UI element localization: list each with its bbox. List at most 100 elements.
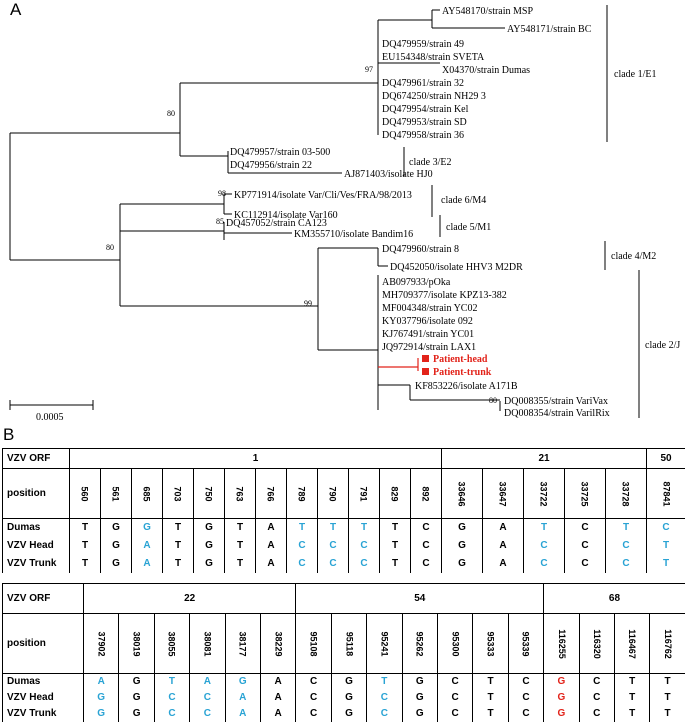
- base-cell: T: [224, 518, 256, 537]
- position-cell: 685: [131, 468, 163, 519]
- position-cell: 95339: [507, 613, 545, 674]
- base-cell: G: [100, 536, 132, 555]
- tree-branches: [9, 5, 640, 418]
- taxon-label: KC112914/isolate Var160: [234, 210, 338, 221]
- orf-group: 54: [295, 583, 545, 614]
- orf-group: 21: [440, 448, 648, 469]
- base-cell: T: [649, 689, 685, 706]
- base-cell: T: [162, 554, 194, 573]
- taxon-label: DQ479953/strain SD: [382, 117, 467, 128]
- position-value: 38177: [237, 630, 248, 657]
- base-cell: C: [578, 673, 615, 690]
- position-cell: 116255: [543, 613, 580, 674]
- base-cell: C: [295, 673, 332, 690]
- base-cell: C: [189, 705, 226, 722]
- row-label: VZV Trunk: [2, 705, 84, 722]
- position-value: 95333: [485, 630, 496, 657]
- base-cell: G: [401, 705, 438, 722]
- orf-header: VZV ORF: [2, 448, 70, 469]
- position-value: 703: [173, 485, 183, 502]
- position-value: 790: [328, 485, 338, 502]
- taxon-label: DQ479956/strain 22: [230, 160, 312, 171]
- base-cell: T: [69, 554, 101, 573]
- position-cell: 766: [255, 468, 287, 519]
- base-cell: A: [224, 689, 261, 706]
- base-cell: T: [646, 536, 685, 555]
- base-cell: A: [482, 518, 524, 537]
- base-cell: C: [366, 689, 403, 706]
- position-cell: 33728: [604, 468, 648, 519]
- position-cell: 789: [286, 468, 318, 519]
- base-cell: C: [295, 689, 332, 706]
- position-value: 38055: [166, 630, 177, 657]
- base-cell: T: [162, 536, 194, 555]
- base-cell: G: [193, 554, 225, 573]
- position-cell: 87841: [646, 468, 685, 519]
- clade-label: clade 1/E1: [614, 69, 656, 80]
- position-value: 750: [204, 485, 214, 502]
- position-cell: 95300: [436, 613, 474, 674]
- base-cell: C: [348, 536, 380, 555]
- base-cell: C: [564, 554, 606, 573]
- taxon-label-patient-trunk: Patient-trunk: [433, 367, 492, 378]
- taxon-label: KF853226/isolate A171B: [415, 381, 518, 392]
- taxon-label: DQ479954/strain Kel: [382, 104, 469, 115]
- taxon-label-patient-head: Patient-head: [433, 354, 488, 365]
- position-cell: 38229: [259, 613, 297, 674]
- position-value: 116467: [627, 628, 638, 659]
- base-cell: A: [131, 554, 163, 573]
- position-cell: 829: [379, 468, 411, 519]
- position-value: 38019: [131, 630, 142, 657]
- taxon-label: AY548170/strain MSP: [442, 6, 533, 17]
- position-value: 116255: [556, 628, 567, 659]
- row-label: VZV Trunk: [2, 554, 70, 573]
- panel-a-label: A: [10, 0, 22, 19]
- base-cell: A: [259, 673, 297, 690]
- bootstrap-value: 98: [218, 189, 226, 198]
- position-value: 95241: [379, 630, 390, 657]
- base-cell: G: [100, 518, 132, 537]
- base-cell: G: [330, 705, 368, 722]
- orf-group: 50: [646, 448, 685, 469]
- base-cell: C: [153, 705, 191, 722]
- position-value: 892: [421, 485, 431, 502]
- base-cell: T: [613, 705, 651, 722]
- base-cell: G: [118, 689, 155, 706]
- position-cell: 95241: [366, 613, 403, 674]
- position-cell: 763: [224, 468, 256, 519]
- position-cell: 791: [348, 468, 380, 519]
- position-value: 33728: [621, 480, 631, 507]
- base-cell: T: [153, 673, 191, 690]
- position-value: 33646: [457, 480, 467, 507]
- position-cell: 37902: [82, 613, 120, 674]
- base-cell: T: [162, 518, 194, 537]
- panel-b-label: B: [3, 425, 15, 444]
- base-cell: T: [604, 518, 648, 537]
- base-cell: G: [131, 518, 163, 537]
- position-value: 791: [359, 485, 369, 502]
- base-cell: G: [441, 518, 483, 537]
- bootstrap-value: 85: [216, 217, 224, 226]
- base-cell: A: [255, 554, 287, 573]
- taxon-label: MH709377/isolate KPZ13-382: [382, 290, 507, 301]
- clade-label: clade 3/E2: [409, 157, 451, 168]
- position-value: 95262: [414, 630, 425, 657]
- base-cell: C: [317, 554, 349, 573]
- orf-group: 68: [543, 583, 685, 614]
- base-cell: C: [523, 536, 565, 555]
- position-value: 685: [142, 485, 152, 502]
- row-label: Dumas: [2, 673, 84, 690]
- position-value: 560: [80, 485, 90, 502]
- base-cell: G: [193, 536, 225, 555]
- bootstrap-value: 99: [304, 299, 312, 308]
- base-cell: C: [523, 554, 565, 573]
- position-cell: 95333: [472, 613, 509, 674]
- base-cell: T: [286, 518, 318, 537]
- base-cell: C: [436, 705, 474, 722]
- patient-trunk-marker: [422, 368, 429, 375]
- base-cell: T: [472, 705, 509, 722]
